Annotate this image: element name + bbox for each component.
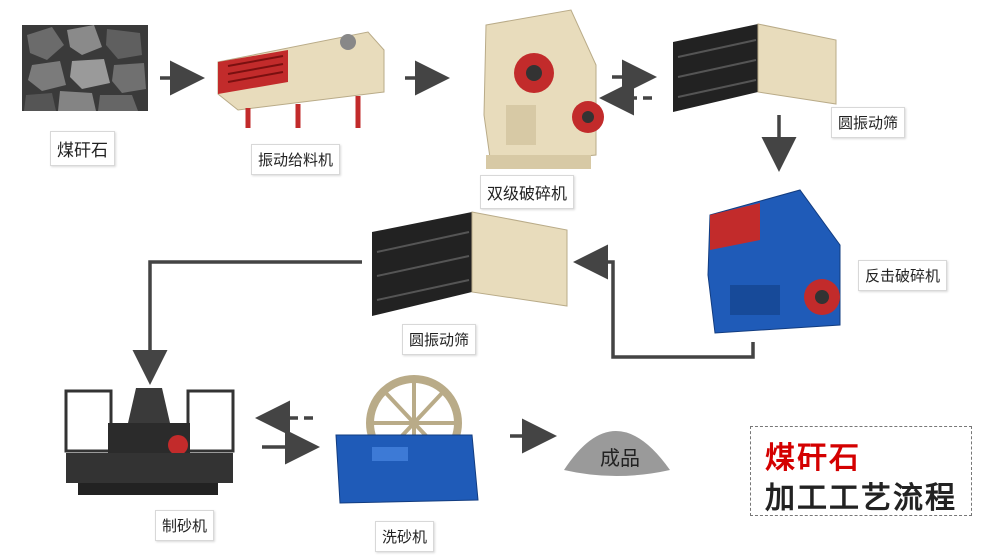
arrow-screen2-to-sandmaker <box>132 260 362 385</box>
product-pile-shape <box>564 431 670 476</box>
label-vibrating-screen-1: 圆振动筛 <box>831 107 906 138</box>
process-title-box: 煤矸石 加工工艺流程 <box>750 426 972 516</box>
arrow-impact-to-screen2 <box>573 244 755 359</box>
double-crusher-image <box>483 9 604 169</box>
label-vibrating-feeder: 振动给料机 <box>251 144 341 175</box>
label-sand-maker: 制砂机 <box>155 510 215 541</box>
vibrating-feeder-image <box>217 31 385 128</box>
label-sand-washer: 洗砂机 <box>375 521 435 552</box>
title-line-1: 煤矸石 <box>765 441 861 476</box>
sand-maker-image <box>64 388 235 495</box>
label-coal-gangue: 煤矸石 <box>50 131 115 166</box>
vibrating-screen-2-image <box>372 211 568 316</box>
title-line-2: 加工工艺流程 <box>765 481 957 516</box>
coal-gangue-image <box>22 25 148 111</box>
label-vibrating-screen-2: 圆振动筛 <box>402 324 477 355</box>
label-double-crusher: 双级破碎机 <box>480 175 575 209</box>
label-impact-crusher: 反击破碎机 <box>858 260 948 291</box>
sand-washer-image <box>335 375 479 504</box>
vibrating-screen-1-image <box>673 23 837 112</box>
product-label: 成品 <box>600 446 640 470</box>
impact-crusher-image <box>707 189 841 334</box>
